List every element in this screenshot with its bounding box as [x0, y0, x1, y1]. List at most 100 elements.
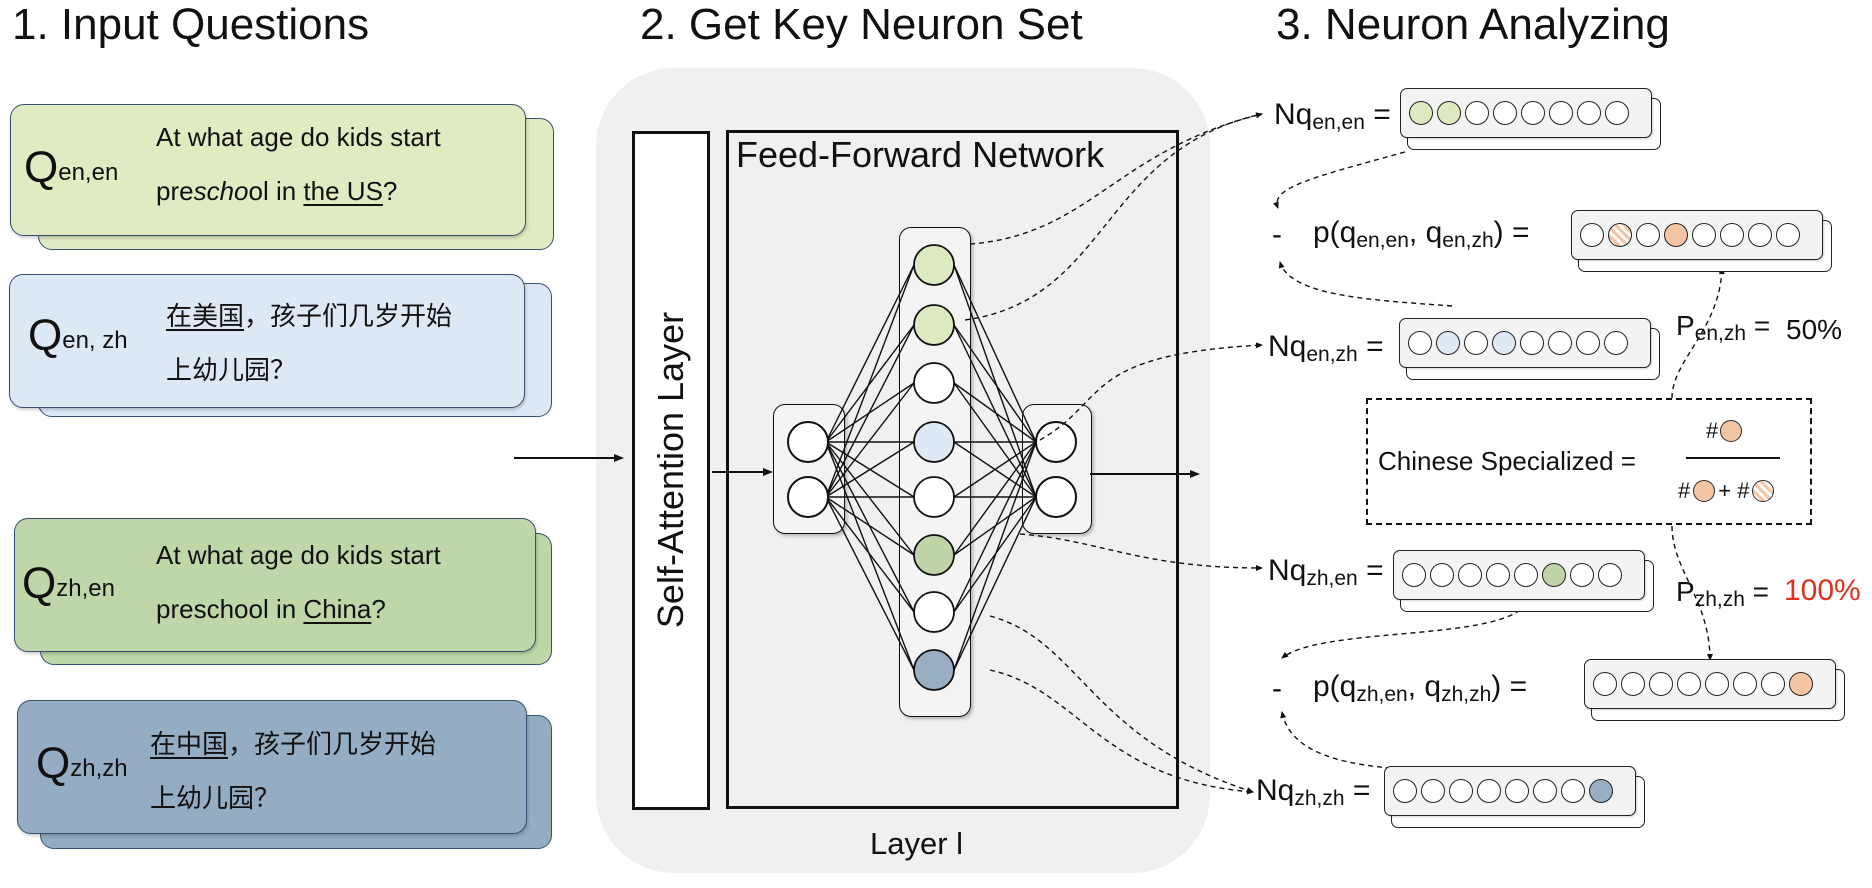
neuron-cell — [1408, 331, 1432, 355]
hidden-output-connection — [953, 264, 1037, 498]
set-to-pair-arrow — [1278, 261, 1453, 307]
specialized-ratio-box — [1366, 398, 1812, 525]
pair-intersection-label: p(qzh,en, qzh,zh) = — [1313, 670, 1528, 706]
link-neuron-to-set — [989, 669, 1254, 795]
neuron-cell — [1605, 101, 1629, 125]
intersection-vector-en — [1571, 210, 1823, 260]
hidden-neuron — [913, 649, 955, 691]
ratio-numerator: # — [1706, 418, 1743, 444]
neuron-cell — [1761, 672, 1785, 696]
proportion-en-zh-label: Pen,zh = — [1676, 310, 1771, 345]
neuron-cell — [1436, 331, 1460, 355]
input-hidden-connection — [825, 441, 915, 556]
key-neuron-set-label: Nqzh,zh = — [1256, 774, 1371, 810]
neuron-cell — [1449, 779, 1473, 803]
hidden-output-connection — [953, 382, 1037, 498]
link-neuron-to-set — [1019, 533, 1263, 571]
spec-to-pair-arrow — [1671, 525, 1713, 661]
neuron-cell — [1477, 779, 1501, 803]
link-neuron-to-set — [969, 112, 1263, 245]
proportion-zh-zh-label: Pzh,zh = — [1676, 576, 1770, 611]
neuron-cell — [1437, 101, 1461, 125]
question-card-zh-zh — [17, 700, 527, 834]
neuron-cell — [1776, 223, 1800, 247]
question-text-line: 在美国，孩子们几岁开始 — [166, 301, 453, 331]
question-text-line: preschool in the US? — [156, 176, 398, 206]
hidden-output-connection — [953, 324, 1037, 498]
neuron-cell — [1458, 563, 1482, 587]
neuron-cell — [1465, 101, 1489, 125]
neuron-cell — [1598, 563, 1622, 587]
proportion-en-zh-value: 50% — [1786, 314, 1843, 345]
input-neuron — [787, 421, 829, 463]
question-card-en-zh — [9, 274, 525, 408]
specialized-label: Chinese Specialized = — [1378, 446, 1636, 476]
neuron-cell — [1548, 331, 1572, 355]
question-text-line: 上幼儿园？ — [150, 783, 281, 813]
key-neuron-set-label: Nqen,en = — [1274, 98, 1391, 134]
neuron-cell — [1533, 779, 1557, 803]
fraction-bar — [1686, 457, 1780, 459]
neuron-cell — [1521, 101, 1545, 125]
input-hidden-connection — [825, 324, 915, 498]
input-hidden-connection — [825, 441, 915, 671]
key-neuron-set-label: Nqen,zh = — [1268, 330, 1384, 366]
hidden-neuron — [913, 534, 955, 576]
hidden-neuron — [913, 304, 955, 346]
neuron-cell — [1542, 563, 1566, 587]
link-neuron-to-set — [1039, 342, 1263, 441]
hidden-neuron — [913, 244, 955, 286]
input-hidden-connection — [825, 441, 915, 613]
neuron-cell — [1789, 672, 1813, 696]
heading-get-key-neuron-set: 2. Get Key Neuron Set — [640, 0, 1083, 49]
hidden-neuron — [913, 421, 955, 463]
question-card-zh-en — [14, 518, 536, 652]
input-hidden-connection — [825, 264, 915, 498]
neuron-vector-en-en — [1400, 88, 1652, 138]
neuron-cell — [1549, 101, 1573, 125]
neuron-cell — [1570, 563, 1594, 587]
neuron-cell — [1705, 672, 1729, 696]
hidden-output-connection — [953, 496, 1037, 671]
neuron-cell — [1692, 223, 1716, 247]
input-hidden-connection — [825, 382, 915, 498]
intersection-vector-zh — [1584, 659, 1836, 709]
self-attention-box — [632, 131, 710, 810]
hidden-neuron — [913, 362, 955, 404]
link-neuron-to-set — [989, 615, 1254, 794]
neuron-cell — [1464, 331, 1488, 355]
question-symbol: Qzh,en — [22, 559, 115, 608]
output-neuron — [1035, 421, 1077, 463]
output-neuron — [1035, 476, 1077, 518]
ratio-denominator: #+ # — [1678, 478, 1775, 504]
neuron-vector-en-zh — [1399, 318, 1651, 368]
input-neuron — [787, 476, 829, 518]
neuron-cell — [1636, 223, 1660, 247]
proportion-zh-zh-value: 100% — [1784, 574, 1861, 607]
set-to-pair-arrow — [1272, 151, 1406, 209]
neuron-cell — [1733, 672, 1757, 696]
neuron-cell — [1677, 672, 1701, 696]
input-hidden-connection — [825, 496, 915, 671]
shared-neuron-marker-icon — [1693, 480, 1716, 502]
hatched-neuron-marker-icon — [1752, 480, 1775, 502]
input-hidden-connection — [825, 382, 915, 443]
question-text-line: preschool in China? — [156, 594, 386, 624]
shared-neuron-marker-icon — [1720, 420, 1743, 442]
input-hidden-connection — [825, 324, 915, 443]
question-text-line: At what age do kids start — [156, 540, 441, 570]
set-to-pair-arrow — [1280, 711, 1446, 771]
question-text-line: 在中国，孩子们几岁开始 — [150, 729, 437, 759]
minus-sign: - — [1272, 672, 1282, 705]
neuron-cell — [1580, 223, 1604, 247]
neuron-cell — [1520, 331, 1544, 355]
hidden-output-connection — [953, 441, 1037, 671]
neuron-cell — [1486, 563, 1510, 587]
hidden-output-connection — [953, 441, 1037, 613]
neuron-cell — [1430, 563, 1454, 587]
layer-label: Layer l — [870, 826, 964, 861]
neuron-cell — [1720, 223, 1744, 247]
input-hidden-connection — [825, 441, 915, 498]
neuron-cell — [1492, 331, 1516, 355]
